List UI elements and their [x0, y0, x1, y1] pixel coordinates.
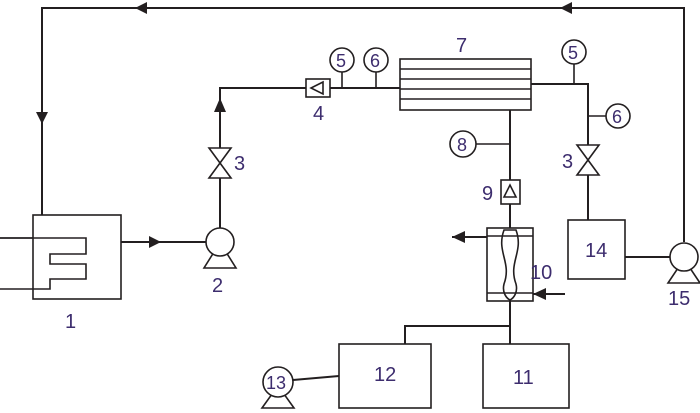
vacuum-pump-13	[260, 366, 296, 409]
check-valve-9	[500, 179, 521, 205]
label-11: 11	[513, 367, 534, 389]
membrane-module-7	[399, 58, 532, 111]
line-10-to-12	[404, 325, 510, 344]
label-3-right: 3	[562, 151, 573, 173]
unit-1-heat-exchanger	[0, 214, 122, 300]
check-valve-4	[305, 78, 331, 98]
line-7-to-14	[531, 83, 589, 220]
arrow-left-icon	[533, 288, 546, 300]
label-8: 8	[457, 135, 467, 155]
gauge-5-left	[329, 47, 355, 88]
label-5-right: 5	[568, 43, 578, 63]
label-4: 4	[313, 103, 324, 125]
line-12-to-13	[292, 375, 340, 381]
vacuum-tank-12	[338, 343, 432, 409]
line-1-to-2	[121, 236, 206, 248]
line-2-up	[214, 87, 306, 228]
label-1: 1	[65, 311, 76, 333]
arrow-left-icon	[560, 2, 572, 14]
return-line	[36, 2, 685, 242]
sensor-8	[449, 130, 510, 158]
feed-tank-14	[567, 219, 626, 280]
label-7: 7	[456, 35, 467, 57]
valve-3-left	[207, 147, 233, 179]
arrow-up-icon	[214, 98, 226, 112]
label-13: 13	[266, 373, 286, 393]
arrow-left-icon	[452, 231, 465, 243]
arrow-left-icon	[135, 2, 147, 14]
label-10: 10	[530, 262, 552, 284]
pump-15	[666, 242, 700, 284]
coolant-inlet	[533, 288, 565, 300]
label-15: 15	[668, 288, 690, 310]
label-6-left: 6	[370, 51, 380, 71]
valve-3-right	[575, 144, 601, 176]
arrow-right-icon	[149, 236, 161, 248]
label-14: 14	[585, 240, 607, 262]
receiver-11	[482, 343, 570, 409]
pump-2	[202, 227, 238, 269]
sensor-6-right	[588, 103, 631, 129]
label-9: 9	[482, 183, 493, 205]
gauge-5-right	[561, 39, 587, 84]
label-2: 2	[212, 275, 223, 297]
condenser-10	[486, 227, 534, 302]
label-12: 12	[374, 364, 396, 386]
arrow-down-icon	[36, 112, 48, 124]
coolant-outlet	[452, 231, 487, 243]
label-5-left: 5	[336, 51, 346, 71]
sensor-6-left	[363, 47, 389, 88]
label-3-left: 3	[234, 153, 245, 175]
label-6-right: 6	[612, 107, 622, 127]
